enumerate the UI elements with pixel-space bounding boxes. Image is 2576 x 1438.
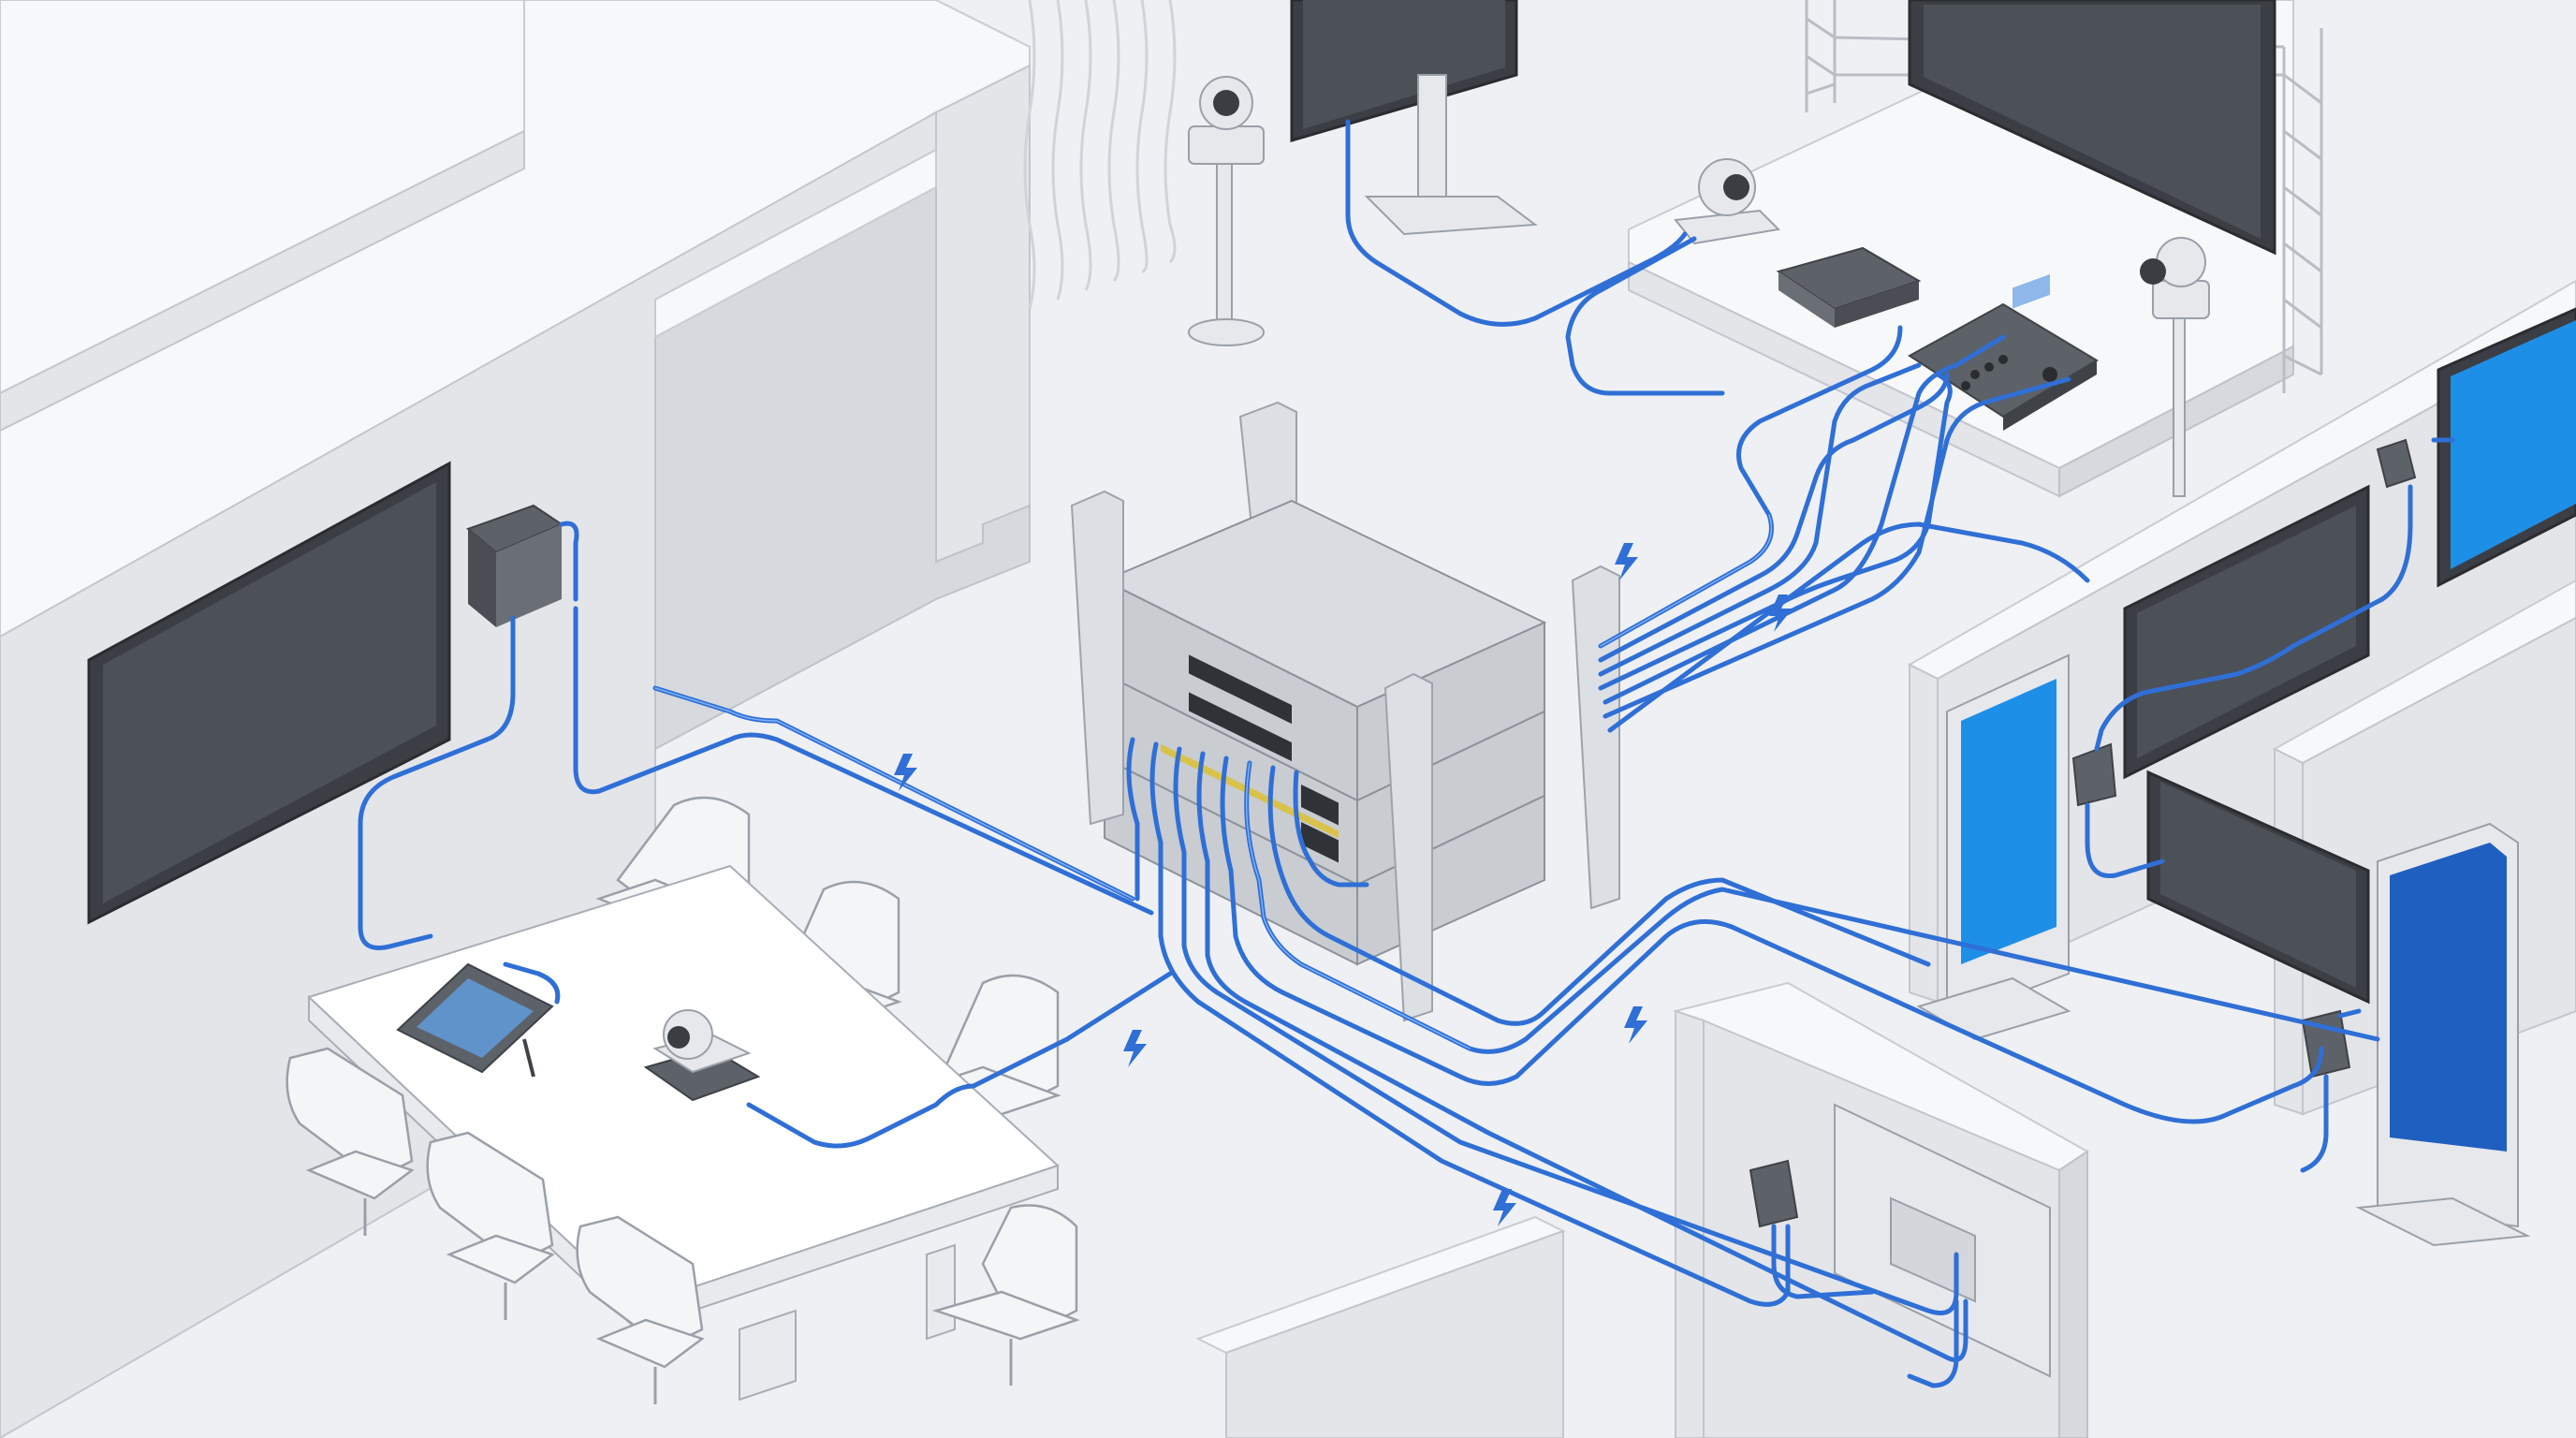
chair-end xyxy=(931,1204,1080,1386)
wall-display-right-angled xyxy=(2146,770,2370,1005)
stage-ptz-camera xyxy=(1674,158,1781,245)
network-rack xyxy=(1070,401,1620,1022)
lightning-bolt-icon xyxy=(1615,543,1638,580)
wall-display-right-top xyxy=(2437,307,2576,588)
studio-ptz-camera-pole xyxy=(1188,76,1265,346)
side-ptz-camera xyxy=(2140,237,2210,497)
lightning-bolt-icon xyxy=(1624,1006,1647,1044)
conference-av-encoder xyxy=(466,504,564,627)
touch-panel-icon xyxy=(396,962,554,1078)
camera-controller xyxy=(1908,273,2099,431)
studio-display-left xyxy=(1290,0,1538,236)
chair-front-1 xyxy=(285,1047,415,1236)
lightning-bolt-icon xyxy=(1123,1030,1147,1067)
signage-kiosk-right xyxy=(2355,822,2531,1247)
cabling xyxy=(358,119,2455,1388)
conference-ptz-camera xyxy=(643,1009,761,1102)
lightning-bolt-icon xyxy=(894,754,917,791)
signage-kiosk-left xyxy=(1916,653,2071,1041)
wall-display-right-middle xyxy=(2123,484,2370,780)
signage-encoder-3 xyxy=(2301,1009,2351,1078)
poe-indicators xyxy=(894,543,1793,1226)
studio-curtain xyxy=(1023,0,1177,310)
lightning-bolt-icon xyxy=(1493,1189,1516,1226)
conference-wall-display xyxy=(87,461,451,925)
lightning-bolt-icon xyxy=(1769,594,1793,632)
studio-display-right xyxy=(1908,0,2276,256)
conference-room-walls xyxy=(0,0,1566,1438)
signage-encoder-1 xyxy=(2376,438,2417,489)
stage-av-encoder xyxy=(1776,246,1922,328)
chair-front-3 xyxy=(576,1215,705,1404)
chair-front-2 xyxy=(426,1131,555,1320)
